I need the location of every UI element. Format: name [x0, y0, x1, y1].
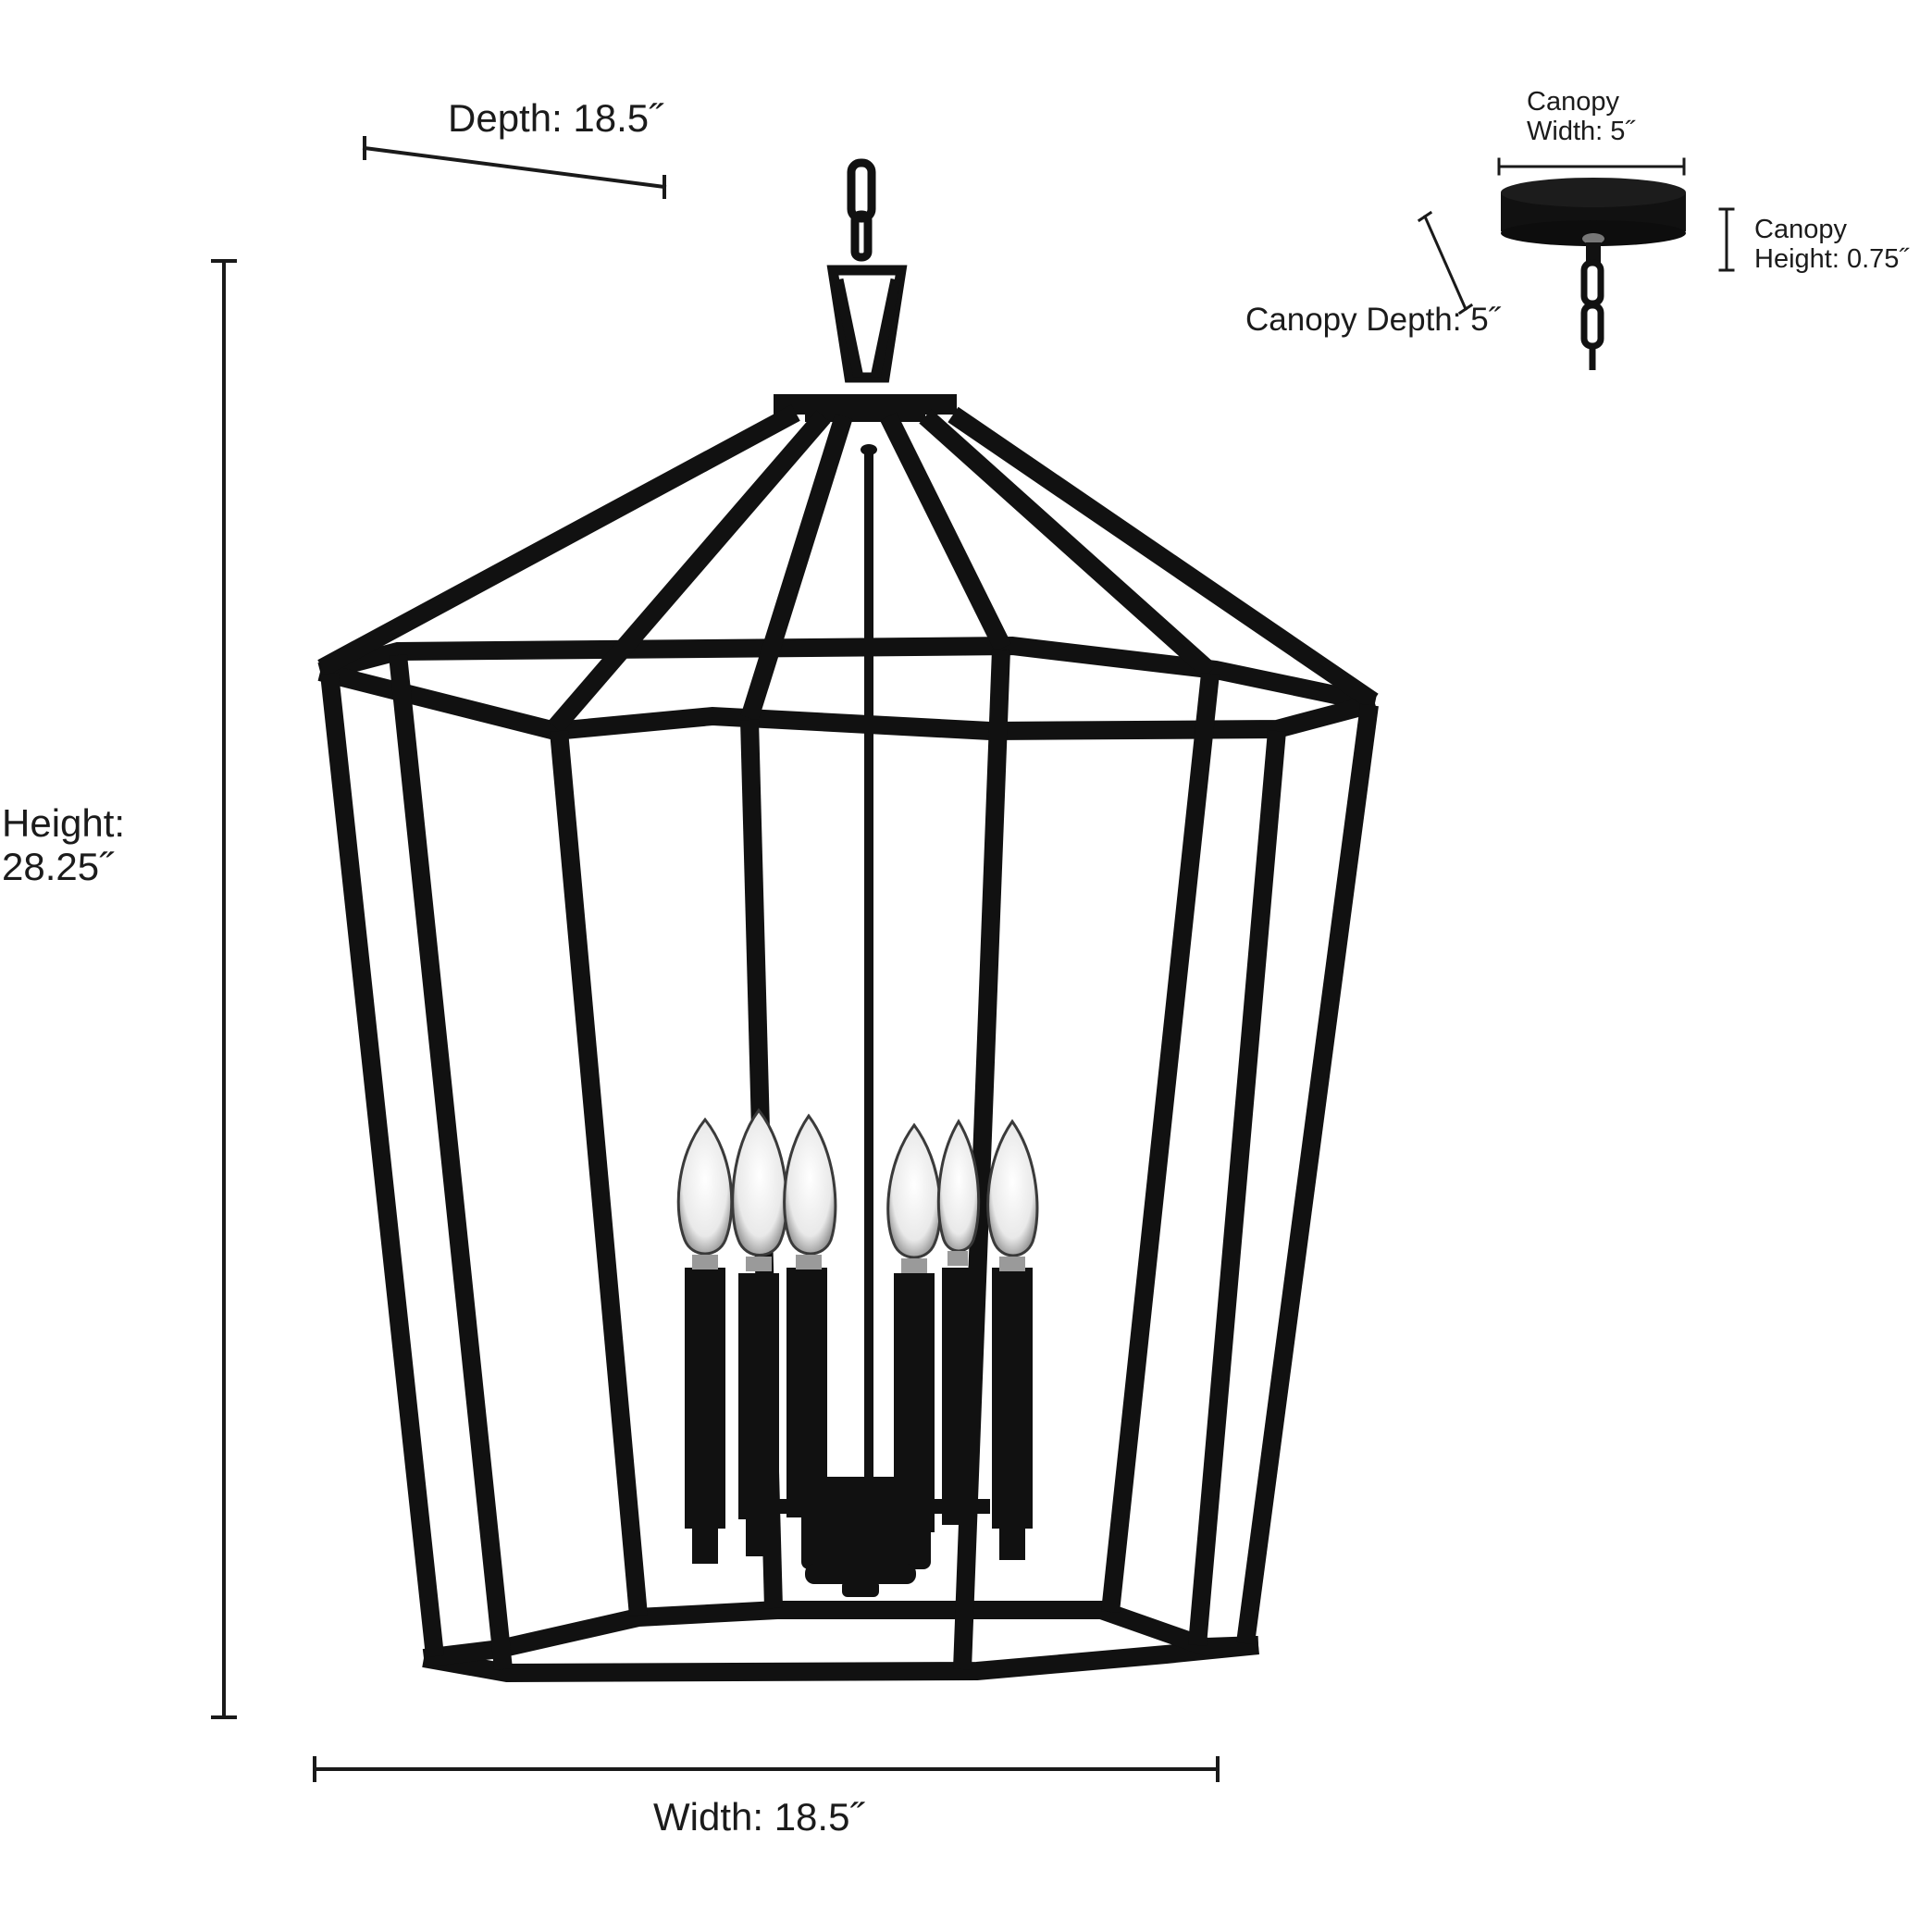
width-dimension-line [313, 1756, 1220, 1782]
lantern-fixture [317, 158, 1379, 1683]
lantern-center-stem [864, 450, 873, 1486]
lantern-top-plate [774, 394, 957, 415]
dimension-lines [211, 136, 1735, 1782]
canopy-chain [1580, 259, 1604, 370]
canopy-depth-label-text: Canopy Depth: 5˝ [1245, 302, 1500, 338]
light-bulbs [676, 1108, 1039, 1259]
canopy-depth-dimension-line [1417, 210, 1474, 316]
depth-label-text: Depth: 18.5˝ [448, 96, 663, 140]
canopy-height-label-line2: Height: 0.75˝ [1754, 244, 1909, 275]
canopy-width-dimension-line [1497, 157, 1686, 176]
canopy-width-label-line1: Canopy [1527, 87, 1619, 117]
canopy-width-label: Canopy Width: 5˝ [1527, 87, 1634, 147]
depth-label: Depth: 18.5˝ [448, 96, 662, 140]
depth-dimension-line [362, 136, 667, 199]
width-label: Width: 18.5˝ [653, 1795, 862, 1839]
canopy-height-dimension-line [1718, 207, 1735, 272]
canopy-height-label: Canopy Height: 0.75˝ [1754, 215, 1908, 275]
canopy-width-label-line2: Width: 5˝ [1527, 117, 1635, 147]
height-label-line1: Height: [2, 801, 126, 845]
candle-sleeves [685, 1268, 1033, 1564]
bulb-bases [692, 1251, 1025, 1273]
height-label: Height: 28.25˝ [2, 801, 125, 888]
canopy-depth-label: Canopy Depth: 5˝ [1245, 302, 1499, 338]
lantern-finial [826, 265, 908, 383]
canopy-illustration [1501, 178, 1686, 370]
height-label-line2: 28.25˝ [2, 845, 113, 889]
lantern-chain [847, 158, 876, 262]
height-dimension-line [211, 259, 237, 1719]
width-label-text: Width: 18.5˝ [653, 1795, 863, 1839]
canopy-height-label-line1: Canopy [1754, 215, 1847, 244]
